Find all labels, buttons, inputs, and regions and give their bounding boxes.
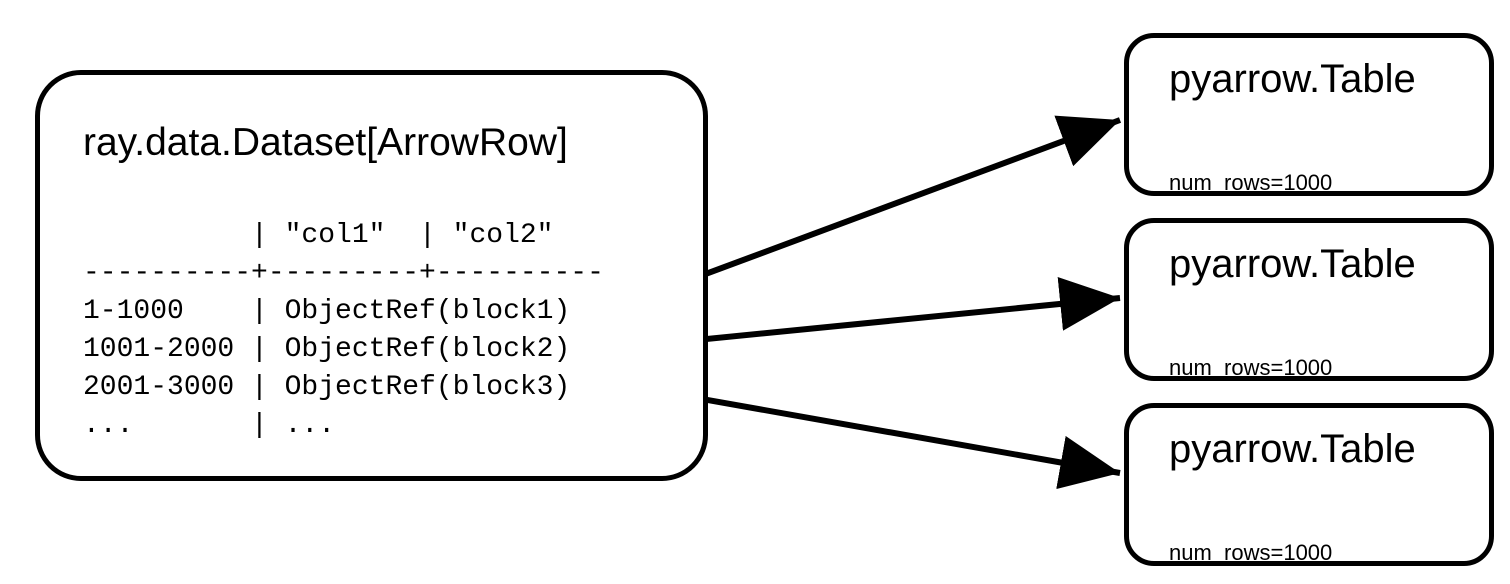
dataset-box: ray.data.Dataset[ArrowRow] | "col1" | "c… — [35, 70, 708, 481]
pyarrow-table-box-1: pyarrow.Table num_rows=1000 schema=["col… — [1124, 33, 1494, 282]
pyarrow-table-title-3: pyarrow.Table — [1169, 427, 1416, 471]
num-rows-1: num_rows=1000 — [1169, 170, 1333, 195]
num-rows-3: num_rows=1000 — [1169, 540, 1333, 565]
pyarrow-table-title-1: pyarrow.Table — [1169, 57, 1416, 101]
dataset-title: ray.data.Dataset[ArrowRow] — [83, 121, 568, 164]
dataset-block-table: | "col1" | "col2" ----------+---------+-… — [83, 220, 604, 441]
pyarrow-table-box-2: pyarrow.Table num_rows=1000 schema=["col… — [1124, 218, 1494, 467]
pyarrow-table-title-2: pyarrow.Table — [1169, 242, 1416, 286]
pyarrow-table-meta-3: num_rows=1000 schema=["col1", "col2"] — [1169, 480, 1395, 584]
pyarrow-table-box-3: pyarrow.Table num_rows=1000 schema=["col… — [1124, 403, 1494, 566]
num-rows-2: num_rows=1000 — [1169, 355, 1333, 380]
